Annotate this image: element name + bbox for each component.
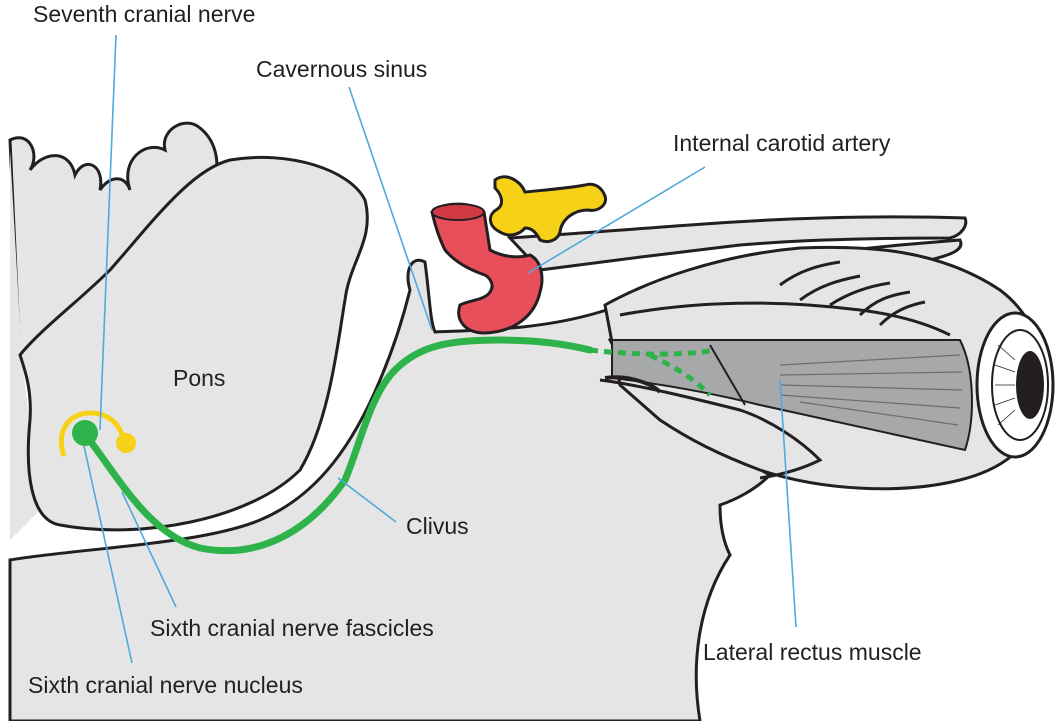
lateral-rectus-shape	[611, 339, 973, 452]
orbital-roof	[506, 215, 968, 272]
lateral-rectus-fibers	[779, 354, 963, 426]
internal-carotid-shape	[430, 202, 544, 335]
label-sixth-nucleus: Sixth cranial nerve nucleus	[28, 672, 303, 698]
leader-nucleus	[83, 445, 133, 664]
leader-clivus	[337, 477, 397, 523]
lateral-rectus-tendon	[709, 344, 746, 406]
label-cavernous-sinus: Cavernous sinus	[256, 56, 427, 82]
seventh-nerve-knob	[116, 433, 136, 453]
sixth-nerve-path	[84, 336, 594, 555]
sixth-nerve-nucleus-dot	[72, 420, 98, 446]
label-internal-carotid: Internal carotid artery	[673, 130, 891, 156]
carotid-lumen	[431, 203, 485, 221]
leader-fascicles	[121, 491, 177, 608]
label-lateral-rectus: Lateral rectus muscle	[703, 639, 922, 665]
label-sixth-fascicles: Sixth cranial nerve fascicles	[150, 615, 434, 641]
leader-lateral-rectus	[779, 379, 797, 628]
inferior-fissure	[604, 375, 662, 394]
seventh-nerve-loop	[58, 410, 127, 457]
label-clivus: Clivus	[406, 513, 469, 539]
leader-seventh	[99, 34, 117, 431]
leader-carotid	[527, 166, 706, 274]
pons-shape	[18, 155, 369, 532]
eyeball	[975, 311, 1055, 459]
cerebellum-outline	[8, 121, 219, 362]
pituitary-shape	[489, 175, 608, 244]
sixth-nerve-dotted-branch	[648, 352, 712, 397]
superior-muscle-strokes	[619, 260, 951, 337]
label-pons: Pons	[173, 365, 225, 391]
leader-cavernous	[348, 86, 433, 331]
leader-lines	[83, 34, 797, 664]
sixth-nerve-dotted	[589, 347, 716, 357]
label-seventh-nerve: Seventh cranial nerve	[33, 1, 255, 27]
brainstem-rear	[10, 150, 40, 540]
